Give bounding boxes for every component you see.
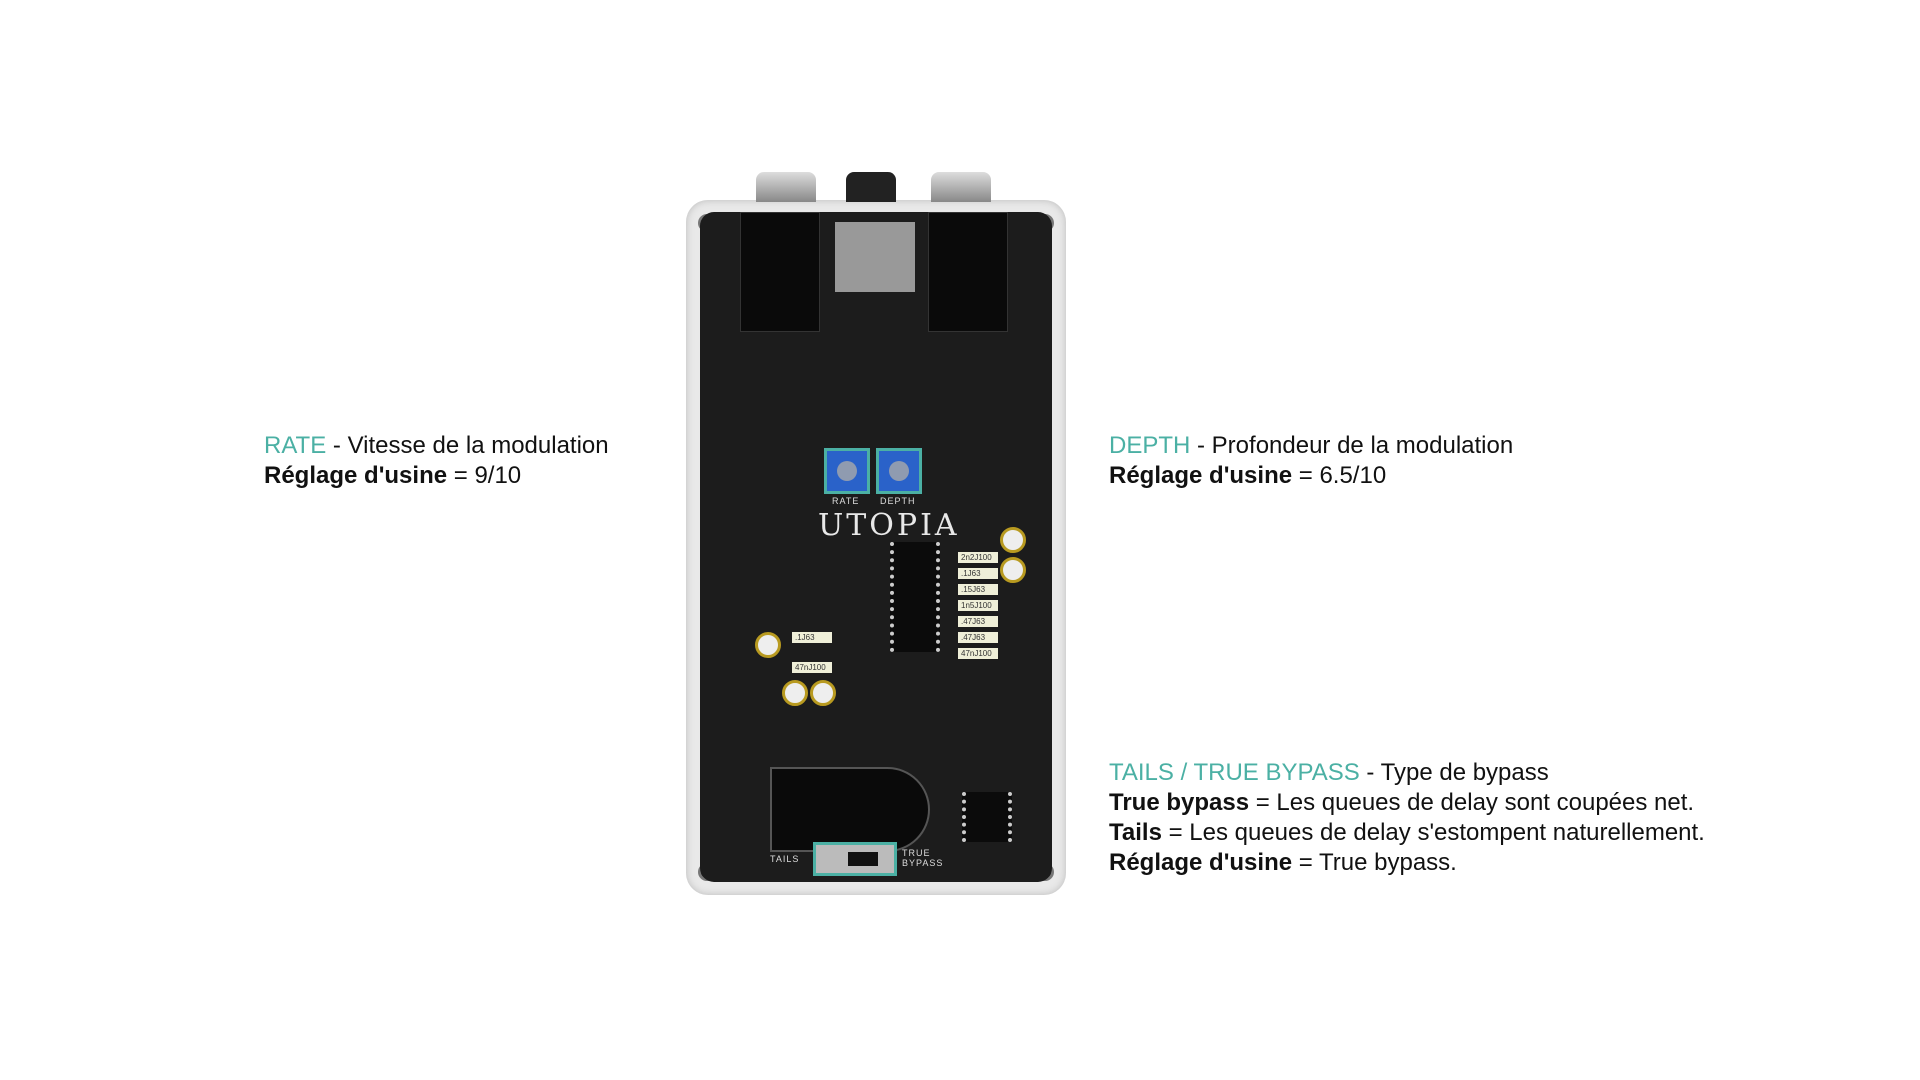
dc-jack	[835, 222, 915, 292]
film-capacitor: 1n5J100	[958, 600, 998, 611]
true-bypass-text: = Les queues de delay sont coupées net.	[1249, 789, 1695, 816]
input-jack	[740, 212, 820, 332]
rate-annotation: RATE - Vitesse de la modulation Réglage …	[264, 431, 609, 491]
electrolytic-capacitor	[782, 680, 808, 706]
utopia-logo: UTOPIA	[818, 508, 960, 543]
tails-factory-label: Réglage d'usine	[1109, 849, 1293, 876]
ic-chip-8pin	[962, 792, 1012, 842]
film-capacitor: 47nJ100	[958, 648, 998, 659]
tails-pcb-label: TAILS	[770, 854, 800, 864]
film-capacitor: 47nJ100	[792, 662, 832, 673]
electrolytic-capacitor	[1000, 527, 1026, 553]
film-capacitor: 2n2J100	[958, 552, 998, 563]
tails-text: = Les queues de delay s'estompent nature…	[1161, 819, 1705, 846]
depth-factory-label: Réglage d'usine	[1109, 462, 1293, 489]
tails-factory-value: = True bypass.	[1292, 849, 1457, 876]
depth-pcb-label: DEPTH	[880, 496, 916, 506]
output-jack-nut	[931, 172, 991, 202]
pedal-photo: RATE DEPTH UTOPIA 2n2J100 .1J63 .15J63 1…	[686, 172, 1066, 895]
circuit-board: RATE DEPTH UTOPIA 2n2J100 .1J63 .15J63 1…	[700, 212, 1052, 882]
tails-title: TAILS / TRUE BYPASS	[1109, 759, 1360, 786]
tails-bypass-switch	[813, 842, 897, 876]
true-bypass-label: True bypass	[1109, 789, 1250, 816]
output-jack	[928, 212, 1008, 332]
true-bypass-pcb-label: TRUE BYPASS	[902, 848, 944, 868]
tails-label: Tails	[1109, 819, 1162, 846]
film-capacitor: .1J63	[792, 632, 832, 643]
depth-annotation: DEPTH - Profondeur de la modulation Régl…	[1109, 431, 1513, 491]
electrolytic-capacitor	[810, 680, 836, 706]
rate-factory-label: Réglage d'usine	[264, 462, 448, 489]
rate-pcb-label: RATE	[832, 496, 860, 506]
rate-factory-value: = 9/10	[447, 462, 522, 489]
depth-factory-value: = 6.5/10	[1292, 462, 1387, 489]
electrolytic-capacitor	[755, 632, 781, 658]
rate-trimpot	[824, 448, 870, 494]
footswitch	[770, 767, 930, 852]
rate-title: RATE	[264, 432, 327, 459]
depth-desc: - Profondeur de la modulation	[1190, 432, 1514, 459]
film-capacitor: .1J63	[958, 568, 998, 579]
input-jack-nut	[756, 172, 816, 202]
tails-desc: - Type de bypass	[1359, 759, 1549, 786]
electrolytic-capacitor	[1000, 557, 1026, 583]
film-capacitor: .15J63	[958, 584, 998, 595]
depth-trimpot	[876, 448, 922, 494]
ic-chip-16pin	[890, 542, 940, 652]
film-capacitor: .47J63	[958, 616, 998, 627]
depth-title: DEPTH	[1109, 432, 1191, 459]
tails-annotation: TAILS / TRUE BYPASS - Type de bypass Tru…	[1109, 758, 1705, 878]
rate-desc: - Vitesse de la modulation	[326, 432, 609, 459]
film-capacitor: .47J63	[958, 632, 998, 643]
dc-jack-nut	[846, 172, 896, 202]
